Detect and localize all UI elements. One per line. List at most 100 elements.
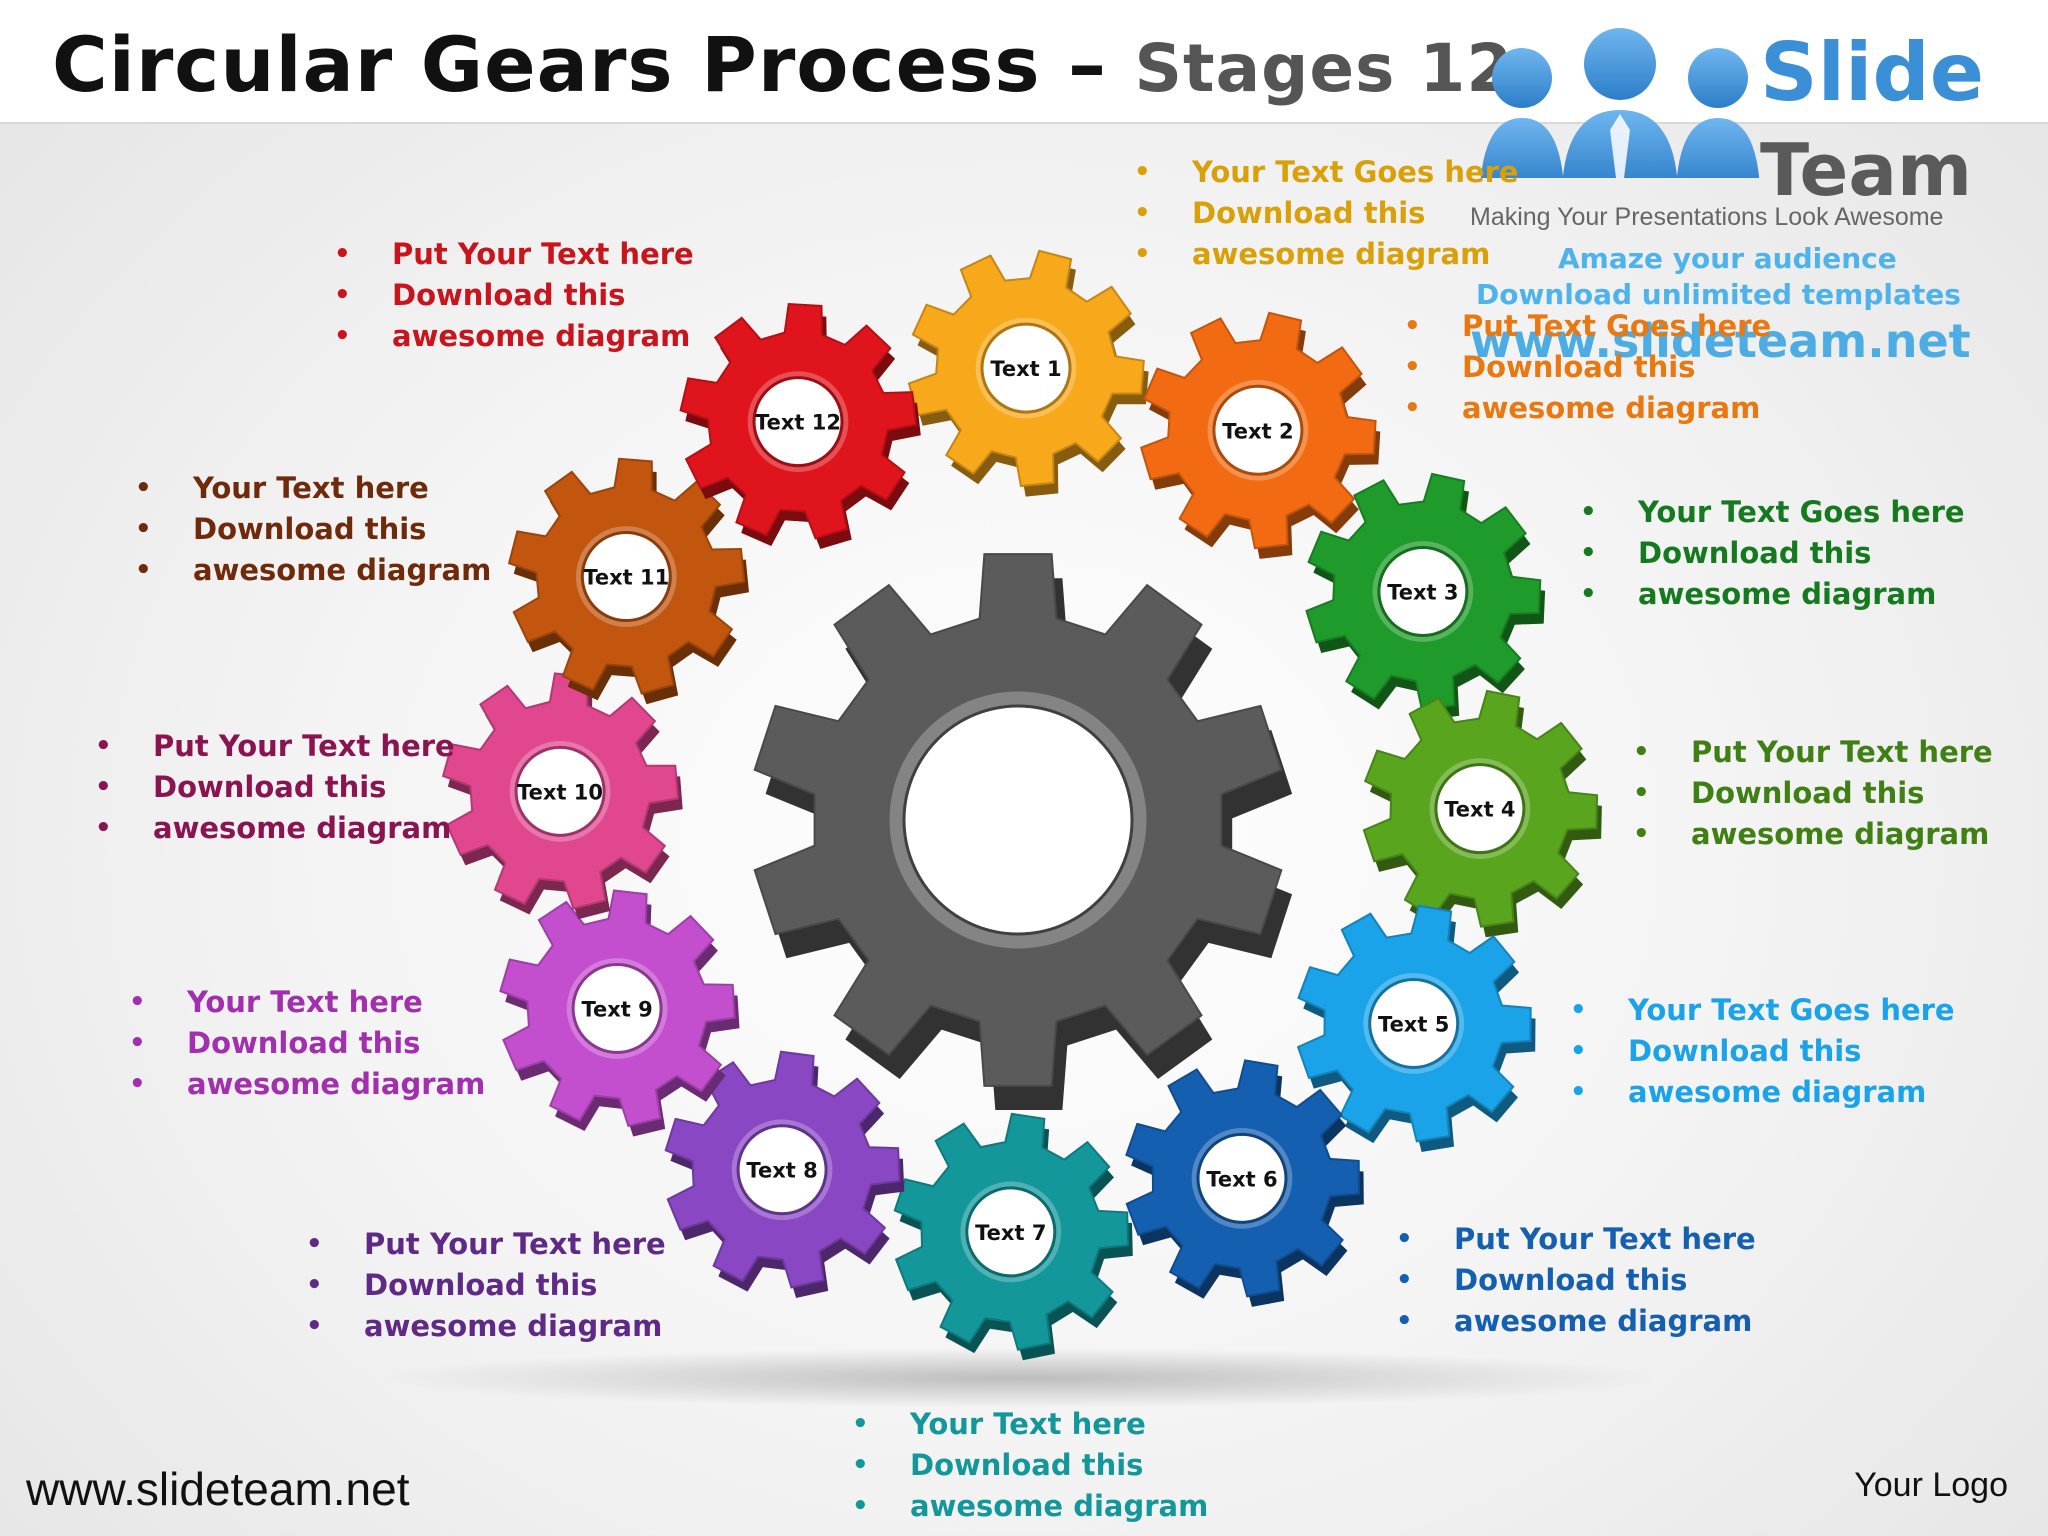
gear-5: Text 5 xyxy=(1296,904,1536,1152)
text-line-3: awesome diagram xyxy=(1576,574,2006,615)
gear-11-hole xyxy=(580,531,672,623)
gear-label-8: Text 8 xyxy=(746,1159,817,1183)
text-line-3: awesome diagram xyxy=(131,550,561,591)
text-block-list: Put Your Text here Download this awesome… xyxy=(91,726,521,849)
text-line-2: Download this xyxy=(1392,1260,1822,1301)
gear-label-4: Text 4 xyxy=(1444,798,1515,822)
gear-label-11: Text 11 xyxy=(583,566,669,590)
title-sub: Stages 12 xyxy=(1134,30,1514,107)
text-block-list: Your Text here Download this awesome dia… xyxy=(125,982,555,1105)
text-line-1: Your Text here xyxy=(848,1404,1278,1445)
gear-label-2: Text 2 xyxy=(1222,419,1293,443)
gear-12: Text 12 xyxy=(679,302,921,549)
gear-1: Text 1 xyxy=(907,249,1149,497)
gear-label-9: Text 9 xyxy=(581,997,652,1021)
text-line-1: Your Text Goes here xyxy=(1566,990,1996,1031)
text-block-list: Your Text Goes here Download this awesom… xyxy=(1566,990,1996,1113)
text-block-11: Your Text here Download this awesome dia… xyxy=(131,468,561,591)
text-line-1: Put Your Text here xyxy=(1392,1219,1822,1260)
text-line-1: Put Your Text here xyxy=(91,726,521,767)
gear-8-hole xyxy=(736,1124,828,1216)
text-line-2: Download this xyxy=(1130,193,1560,234)
text-block-list: Put Your Text here Download this awesome… xyxy=(1392,1219,1822,1342)
text-block-3: Your Text Goes here Download this awesom… xyxy=(1576,492,2006,615)
text-line-2: Download this xyxy=(1566,1031,1996,1072)
gear-11: Text 11 xyxy=(507,457,749,705)
gear-label-3: Text 3 xyxy=(1387,581,1458,605)
text-line-1: Put Your Text here xyxy=(302,1224,732,1265)
gear-1-hole xyxy=(980,322,1072,414)
text-block-4: Put Your Text here Download this awesome… xyxy=(1629,732,2048,855)
page-title: Circular Gears Process – Stages 12 xyxy=(52,20,1513,109)
text-line-1: Your Text Goes here xyxy=(1130,152,1560,193)
gear-4-hole xyxy=(1434,763,1526,855)
gear-7-hole xyxy=(965,1186,1057,1278)
gear-9: Text 9 xyxy=(499,889,740,1137)
center-gear-body-hole xyxy=(902,704,1134,936)
text-line-2: Download this xyxy=(848,1445,1278,1486)
gear-label-10: Text 10 xyxy=(517,780,603,804)
text-block-5: Your Text Goes here Download this awesom… xyxy=(1566,990,1996,1113)
text-block-12: Put Your Text here Download this awesome… xyxy=(330,234,760,357)
text-block-list: Put Your Text here Download this awesome… xyxy=(1629,732,2048,855)
text-line-2: Download this xyxy=(302,1265,732,1306)
gear-2-hole xyxy=(1212,384,1304,476)
gear-label-12: Text 12 xyxy=(755,411,841,435)
text-line-1: Your Text here xyxy=(125,982,555,1023)
gear-6-hole xyxy=(1196,1132,1288,1224)
text-line-3: awesome diagram xyxy=(1392,1301,1822,1342)
gear-4: Text 4 xyxy=(1362,689,1602,938)
text-line-3: awesome diagram xyxy=(330,316,760,357)
center-gear xyxy=(753,553,1293,1110)
text-line-3: awesome diagram xyxy=(1629,814,2048,855)
gear-9-hole xyxy=(571,962,663,1054)
text-line-2: Download this xyxy=(1400,347,1830,388)
text-line-2: Download this xyxy=(1576,533,2006,574)
gear-12-hole xyxy=(752,376,844,468)
text-block-list: Your Text Goes here Download this awesom… xyxy=(1576,492,2006,615)
text-block-9: Your Text here Download this awesome dia… xyxy=(125,982,555,1105)
promo-amaze: Amaze your audience xyxy=(1558,242,1897,275)
text-line-2: Download this xyxy=(1629,773,2048,814)
gear-3-hole xyxy=(1377,546,1469,638)
gear-6: Text 6 xyxy=(1125,1059,1364,1307)
text-line-1: Put Your Text here xyxy=(1629,732,2048,773)
text-block-1: Your Text Goes here Download this awesom… xyxy=(1130,152,1560,275)
gear-2: Text 2 xyxy=(1139,311,1381,559)
text-line-1: Your Text Goes here xyxy=(1576,492,2006,533)
gear-3: Text 3 xyxy=(1305,472,1546,721)
gear-label-1: Text 1 xyxy=(990,357,1061,381)
text-block-list: Your Text here Download this awesome dia… xyxy=(848,1404,1278,1527)
brand-word-team: Team xyxy=(1760,128,1972,212)
ground-shadow xyxy=(380,1348,1660,1408)
title-main: Circular Gears Process – xyxy=(52,20,1108,109)
text-line-3: awesome diagram xyxy=(1130,234,1560,275)
gear-label-5: Text 5 xyxy=(1378,1012,1449,1036)
text-line-3: awesome diagram xyxy=(1400,388,1830,429)
text-block-8: Put Your Text here Download this awesome… xyxy=(302,1224,732,1347)
text-block-list: Your Text here Download this awesome dia… xyxy=(131,468,561,591)
text-block-list: Your Text Goes here Download this awesom… xyxy=(1130,152,1560,275)
text-line-2: Download this xyxy=(131,509,561,550)
text-line-1: Put Text Goes here xyxy=(1400,306,1830,347)
text-line-2: Download this xyxy=(91,767,521,808)
brand-word-slide: Slide xyxy=(1760,26,1984,119)
text-block-list: Put Your Text here Download this awesome… xyxy=(302,1224,732,1347)
text-block-6: Put Your Text here Download this awesome… xyxy=(1392,1219,1822,1342)
gear-label-7: Text 7 xyxy=(975,1221,1046,1245)
gear-label-6: Text 6 xyxy=(1206,1167,1277,1191)
text-line-3: awesome diagram xyxy=(1566,1072,1996,1113)
center-gear-body xyxy=(753,553,1293,1110)
gear-5-hole xyxy=(1368,977,1460,1069)
footer-url: www.slideteam.net xyxy=(26,1463,410,1515)
gear-7: Text 7 xyxy=(893,1112,1133,1361)
text-block-10: Put Your Text here Download this awesome… xyxy=(91,726,521,849)
text-block-list: Put Your Text here Download this awesome… xyxy=(330,234,760,357)
text-block-2: Put Text Goes here Download this awesome… xyxy=(1400,306,1830,429)
text-line-3: awesome diagram xyxy=(302,1306,732,1347)
text-line-3: awesome diagram xyxy=(848,1486,1278,1527)
text-line-3: awesome diagram xyxy=(125,1064,555,1105)
people-icon xyxy=(1480,28,1760,178)
text-line-1: Your Text here xyxy=(131,468,561,509)
